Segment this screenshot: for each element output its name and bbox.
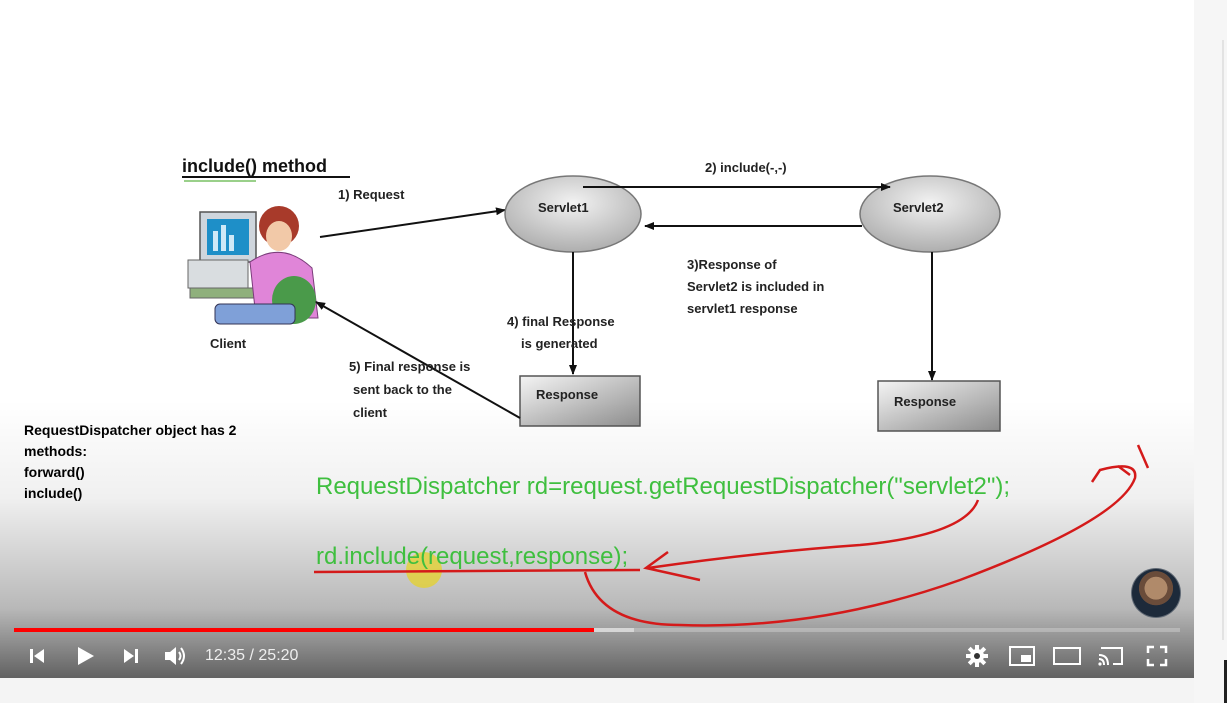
final-sent-line-1: 5) Final response is [349,359,470,374]
player-controls: 12:35 / 25:20 [0,636,1194,676]
previous-button[interactable] [22,636,52,676]
mute-button[interactable] [160,636,192,676]
video-player[interactable]: include() method Client 1) Request Servl… [0,0,1194,678]
client-label: Client [210,336,247,351]
volume-icon [165,647,185,665]
duration: 25:20 [258,647,299,664]
progress-bar[interactable] [14,628,1180,632]
final-generated-line-2: is generated [521,336,598,351]
response-included-line-3: servlet1 response [687,301,798,316]
page-right-strip [1194,0,1227,703]
cast-icon [1098,647,1123,666]
code-line-2: rd.include(request,response); [316,543,629,570]
code-line-1: RequestDispatcher rd=request.getRequestD… [316,473,1011,500]
miniplayer-icon [1009,646,1035,666]
miniplayer-button[interactable] [1006,636,1038,676]
response-included-line-1: 3)Response of [687,257,777,272]
fullscreen-icon [1146,645,1168,667]
final-sent-line-3: client [353,405,388,420]
cast-button[interactable] [1094,636,1128,676]
play-icon [78,647,94,665]
final-generated-line-1: 4) final Response [507,314,615,329]
side-note-line: include() [24,485,83,501]
divider [1222,40,1224,640]
side-note: RequestDispatcher object has 2 methods: … [24,420,236,504]
response2-label: Response [894,394,956,409]
settings-button[interactable] [962,636,992,676]
servlet2-label: Servlet2 [893,200,944,215]
theater-icon [1053,647,1081,665]
time-display: 12:35 / 25:20 [205,636,298,676]
side-note-line: forward() [24,464,85,480]
request-label: 1) Request [338,187,405,202]
fullscreen-button[interactable] [1142,636,1172,676]
final-sent-line-2: sent back to the [353,382,452,397]
side-note-line: methods: [24,443,87,459]
servlet1-label: Servlet1 [538,200,589,215]
diagram: include() method Client 1) Request Servl… [182,156,1001,432]
next-button[interactable] [116,636,146,676]
current-time: 12:35 [205,647,246,664]
client-figure [187,206,319,325]
played-bar [14,628,594,632]
final-response-arrow [315,301,521,419]
window-edge [1224,660,1227,703]
next-icon [124,649,138,663]
response1-label: Response [536,387,598,402]
channel-avatar[interactable] [1131,568,1181,618]
theater-mode-button[interactable] [1050,636,1084,676]
servlet2-node [859,175,1001,253]
time-separator: / [245,647,259,664]
settings-icon [966,645,988,667]
previous-icon [30,649,44,663]
response-included-line-2: Servlet2 is included in [687,279,824,294]
diagram-title: include() method [182,156,327,176]
include-label: 2) include(-,-) [705,160,787,175]
request-arrow [319,207,506,238]
side-note-line: RequestDispatcher object has 2 [24,422,237,438]
play-button[interactable] [68,636,102,676]
